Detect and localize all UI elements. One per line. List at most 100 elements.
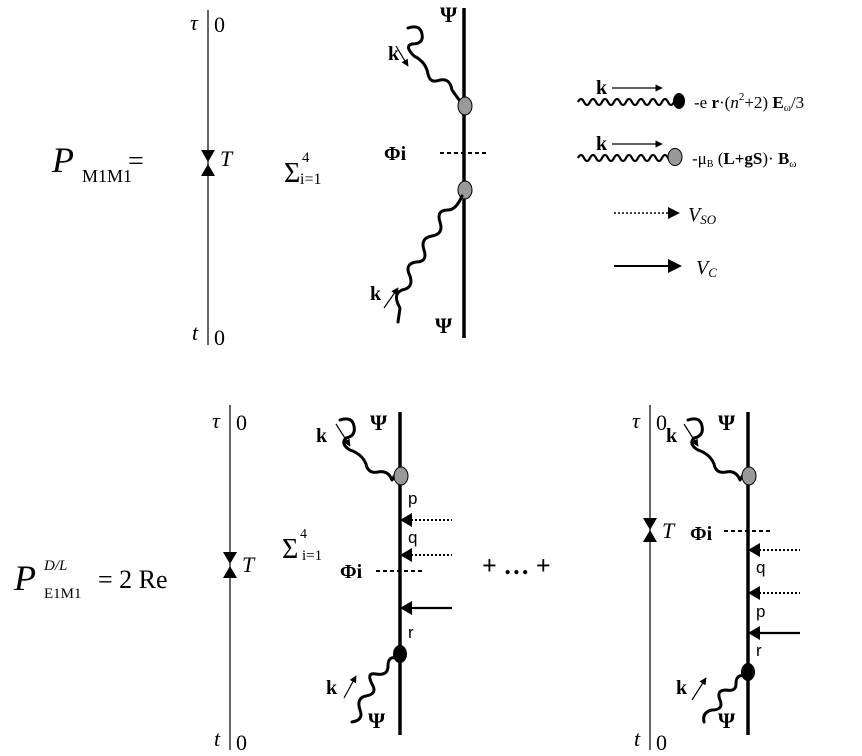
eq2-p-symbol: P [13,558,36,598]
eq2b-vso-2-arrow-icon [748,586,760,600]
legend-vc-arrow-icon [668,259,682,273]
legend-m1-k: k [596,133,608,155]
eq1-time-axis: τ 0 T t 0 [190,10,234,350]
eq2a-q-label: q [408,528,417,547]
legend-e1-item: k -e r·(n2+2) Eω/3 [577,77,804,114]
eq2a-photon-top [338,417,400,482]
eq2-zero-bottom: 0 [236,730,247,755]
eq2-T-label: T [242,552,256,577]
eq1-arrow-up-icon [201,164,215,176]
eq1-m1-vertex-bottom [457,180,473,200]
eq2b-phi-label: Φi [690,523,713,545]
eq1-p-symbol: P [51,140,74,180]
eq2a-p-label: p [408,489,417,508]
eq2b-vso-1-arrow-icon [748,543,760,557]
eq2a-m1-vertex [393,466,409,486]
eq2b-m1-vertex [741,466,757,486]
eq2b-t-label: t [634,726,641,751]
eq2b-zero-bottom: 0 [656,730,667,755]
eq1-psi-top: Ψ [440,2,458,27]
eq1-sum-lower: i=1 [300,171,321,188]
eq2b-arrow-up-icon [643,530,657,542]
eq2b-psi-top: Ψ [718,410,736,435]
eq2-lhs: P D/L E1M1 = 2 Re [13,558,168,602]
eq1-m1-vertex-top [457,96,473,116]
eq2a-photon-bottom [350,656,398,724]
eq2a-k-bottom: k [326,677,338,699]
eq2a-vc-arrow-icon [400,601,412,615]
eq1-k-bottom: k [370,283,382,305]
eq1-photon-top [406,25,464,106]
eq2a-vso-1-arrow-icon [400,513,412,527]
legend-vc-item: VC [614,257,717,280]
eq1-photon-bottom [395,194,464,324]
eq1-k-top: k [388,43,400,65]
legend-e1-photon [577,97,682,107]
eq2b-tau-label: τ [632,408,641,433]
eq2b-r-label: r [756,641,762,660]
eq2b-k-top: k [666,425,678,447]
eq1-arrow-down-icon [201,150,215,162]
legend-vso-item: VSO [614,204,717,227]
eq2-superscript: D/L [43,558,67,574]
eq2b-k-bottom: k [676,677,688,699]
eq1-T-label: T [220,146,234,171]
eq2-sigma: Σ [282,534,298,565]
eq2a-psi-top: Ψ [370,410,388,435]
eq2-arrow-up-icon [223,566,237,578]
eq1-equals: = [128,146,144,177]
eq1-zero-top: 0 [214,12,225,37]
eq1-sum: Σ 4 i=1 [284,150,321,189]
legend: k -e r·(n2+2) Eω/3 k -μB (L+gS)· Bω VSO … [577,77,804,280]
eq2b-psi-bottom: Ψ [718,708,736,733]
legend-e1-vertex-dot [673,93,685,109]
legend-vso-arrow-icon [668,207,680,219]
legend-m1-vertex-dot [667,148,683,166]
eq1-sigma: Σ [284,158,300,189]
eq2a-r-label: r [408,623,414,642]
eq1-lhs: P M1M1 = [51,140,144,186]
eq2b-p-label: p [756,602,765,621]
eq2-sum-upper: 4 [300,527,307,542]
eq2b-vc-arrow-icon [748,626,760,640]
legend-e1-k: k [596,77,608,99]
eq2-diagram-a: Ψ Ψ k p q Φi r k [316,410,452,735]
eq2-ellipsis: + … + [482,551,551,580]
eq1-phi-label: Φi [384,143,407,165]
eq2a-e1-vertex [393,645,407,663]
eq2-diagram-b: τ 0 T t 0 Ψ Ψ k Φi q p r k [632,405,800,755]
eq2a-k-top: k [316,425,328,447]
eq2b-photon-top [686,417,748,482]
eq1-sum-upper: 4 [302,150,310,166]
legend-vc-label: VC [696,257,717,280]
eq1-diagram: Ψ Ψ k Φi k [370,2,487,338]
eq1-t-label: t [192,320,199,345]
eq2b-e1-vertex [741,663,755,681]
eq2-sum: Σ 4 i=1 [282,527,322,565]
legend-vso-label: VSO [688,204,717,227]
eq2-rhs: = 2 Re [98,565,168,594]
eq2b-q-label: q [756,558,765,577]
eq1-zero-bottom: 0 [214,325,225,350]
eq2a-phi-label: Φi [340,561,363,583]
legend-e1-formula: -e r·(n2+2) Eω/3 [694,91,804,114]
eq2a-vso-2-arrow-icon [400,548,412,562]
legend-m1-item: k -μB (L+gS)· Bω [577,133,797,170]
eq2-zero-top: 0 [236,410,247,435]
eq2b-photon-bottom [702,674,746,724]
eq2b-T-label: T [662,518,676,543]
eq2-arrow-down-icon [223,552,237,564]
eq2-tau-label: τ [212,408,221,433]
eq2-sum-lower: i=1 [302,548,322,564]
eq2-time-axis: τ 0 T t 0 [212,405,256,755]
eq2b-arrow-down-icon [643,518,657,530]
eq2-subscript: E1M1 [44,586,82,602]
eq1-psi-bottom: Ψ [435,313,453,338]
legend-m1-formula: -μB (L+gS)· Bω [692,149,797,170]
eq2b-zero-top: 0 [656,410,667,435]
eq2a-psi-bottom: Ψ [368,708,386,733]
eq2-t-label: t [214,726,221,751]
legend-m1-photon [577,153,682,163]
